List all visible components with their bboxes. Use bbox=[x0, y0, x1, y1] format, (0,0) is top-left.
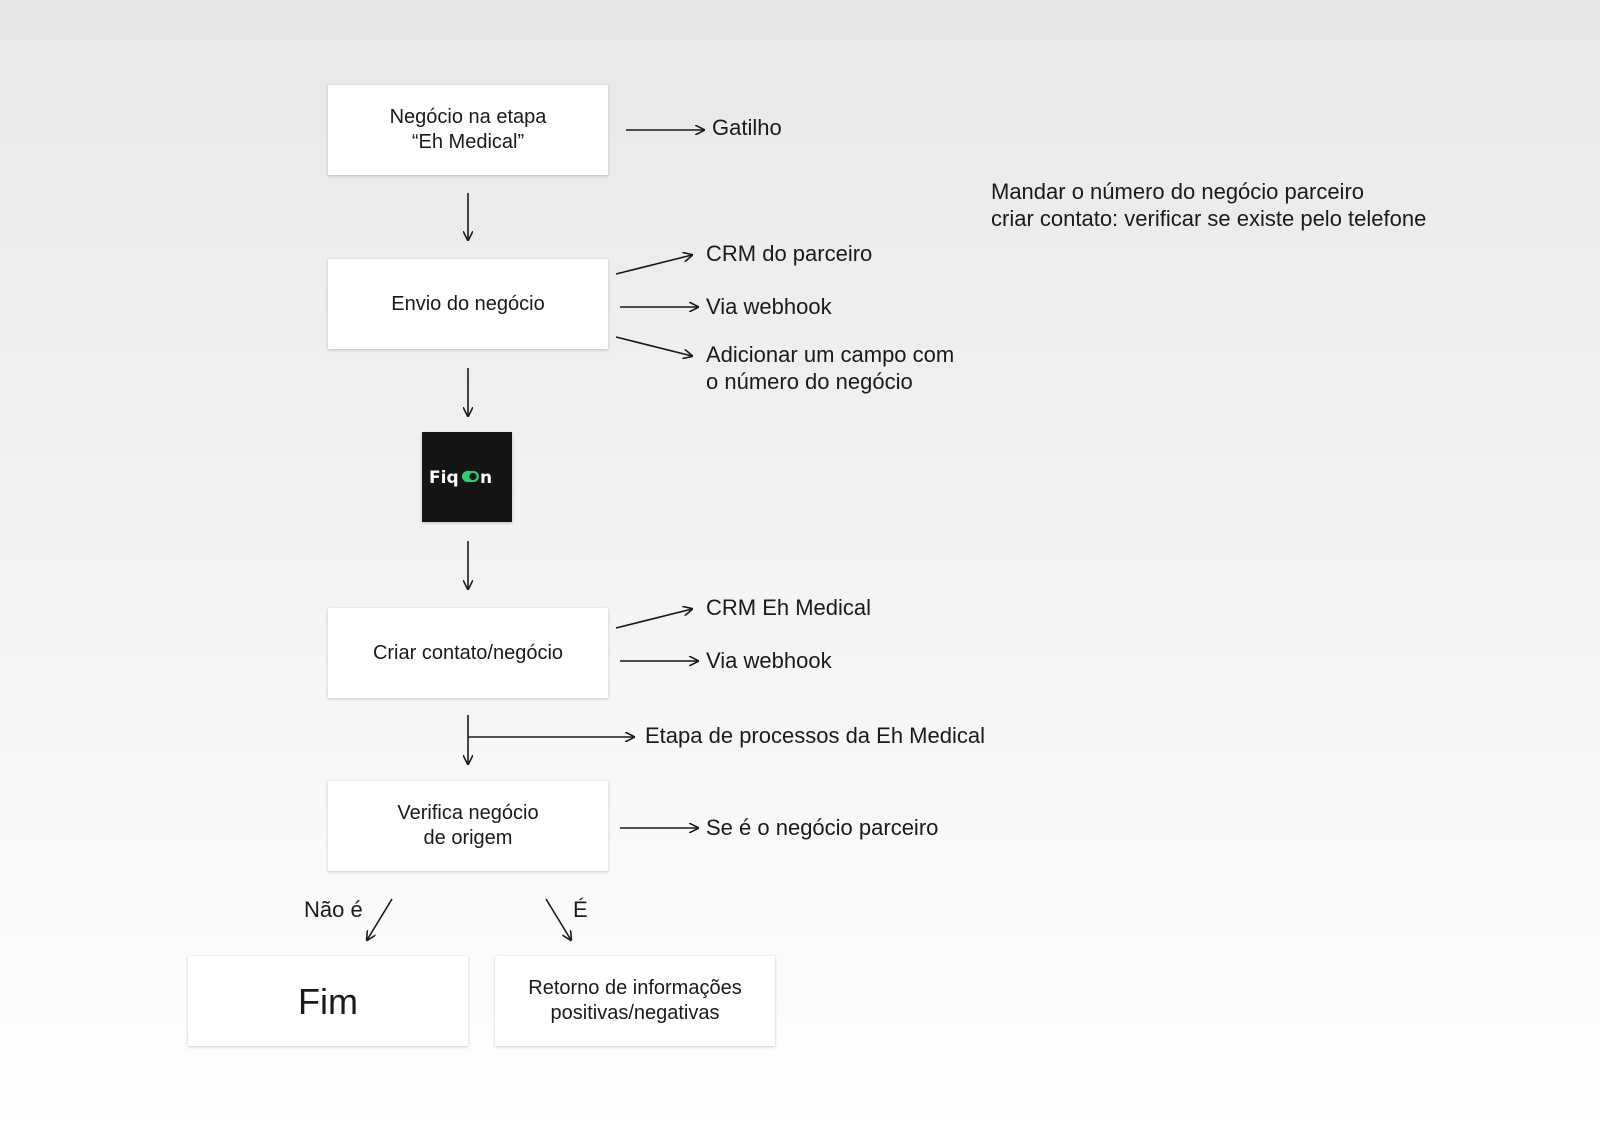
svg-text:Fiq: Fiq bbox=[429, 468, 459, 488]
arrow-create-to-crm-eh bbox=[615, 609, 692, 629]
node-send-label: Envio do negócio bbox=[391, 292, 545, 315]
svg-text:n: n bbox=[480, 468, 492, 488]
node-verify-label: Verifica negócio de origem bbox=[397, 802, 539, 849]
label-adicionar-campo: Adicionar um campo com o número do negóc… bbox=[706, 342, 955, 394]
node-end-label: Fim bbox=[298, 980, 358, 1022]
label-etapa-processos: Etapa de processos da Eh Medical bbox=[645, 723, 985, 748]
node-create: Criar contato/negócio bbox=[328, 608, 608, 698]
arrow-send-to-crm-parceiro bbox=[615, 255, 692, 275]
node-trigger-label: Negócio na etapa “Eh Medical” bbox=[389, 106, 547, 153]
node-return-label: Retorno de informações positivas/negativ… bbox=[528, 977, 742, 1024]
arrow-verify-to-return bbox=[545, 898, 571, 940]
label-crm-eh: CRM Eh Medical bbox=[706, 595, 872, 620]
fiqon-logo-mark: Fiq n bbox=[429, 468, 492, 488]
node-send: Envio do negócio bbox=[328, 259, 608, 349]
label-via-webhook-2: Via webhook bbox=[706, 648, 832, 673]
node-create-label: Criar contato/negócio bbox=[372, 641, 564, 664]
node-end: Fim bbox=[188, 956, 468, 1046]
node-trigger: Negócio na etapa “Eh Medical” bbox=[328, 85, 608, 175]
node-verify: Verifica negócio de origem bbox=[328, 781, 608, 871]
label-gatilho: Gatilho bbox=[712, 115, 782, 140]
node-return: Retorno de informações positivas/negativ… bbox=[495, 956, 775, 1046]
fiqon-logo: Fiq n bbox=[422, 432, 512, 522]
label-via-webhook-1: Via webhook bbox=[706, 294, 832, 319]
note-line-2: criar contato: verificar se existe pelo … bbox=[991, 206, 1427, 231]
label-se-parceiro: Se é o negócio parceiro bbox=[706, 815, 939, 840]
label-e: É bbox=[573, 897, 588, 922]
label-crm-parceiro: CRM do parceiro bbox=[706, 241, 873, 266]
arrow-verify-to-end bbox=[367, 898, 393, 940]
arrow-send-to-adicionar bbox=[615, 336, 692, 356]
label-nao-e: Não é bbox=[304, 897, 363, 922]
note-line-1: Mandar o número do negócio parceiro bbox=[991, 179, 1365, 204]
